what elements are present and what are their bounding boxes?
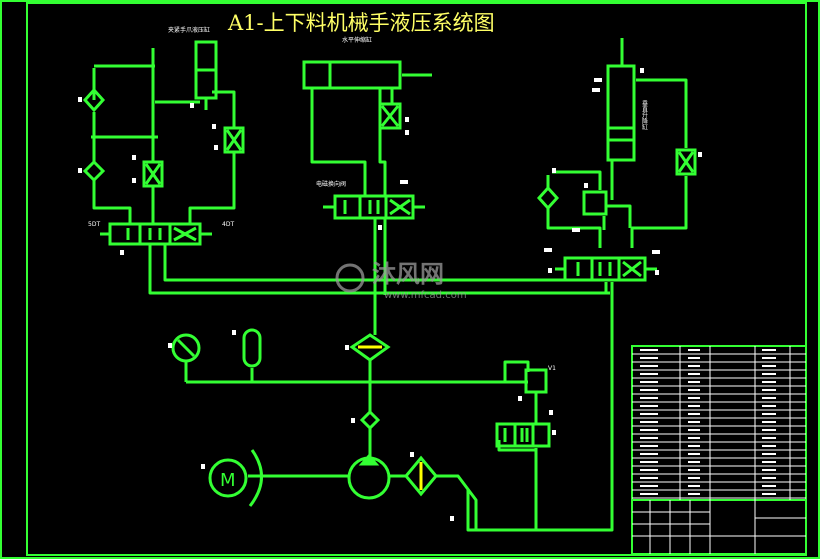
table-cell-mark [762, 477, 776, 479]
label-markers [78, 68, 702, 521]
table-cell-mark [640, 429, 658, 431]
table-cell-mark [640, 453, 658, 455]
diagram-title: A1-上下料机械手液压系统图 [227, 11, 495, 35]
relief-valve-label: V1 [548, 365, 556, 372]
table-cell-mark [688, 373, 700, 375]
table-cell-mark [688, 453, 700, 455]
directional-valve-middle [323, 194, 425, 220]
table-cell-mark [640, 405, 658, 407]
output-filter [404, 455, 438, 497]
table-cell-mark [688, 357, 700, 359]
table-cell-mark [762, 365, 776, 367]
throttle-valve-right [675, 148, 697, 176]
table-cell-mark [640, 445, 658, 447]
check-valve-upper [82, 87, 106, 113]
accumulator [242, 328, 262, 368]
watermark-url: www.mfcad.com [384, 290, 467, 301]
table-cell-mark [688, 365, 700, 367]
table-cell-mark [688, 469, 700, 471]
table-cell-mark [688, 413, 700, 415]
table-cell-mark [640, 373, 658, 375]
table-cell-mark [640, 469, 658, 471]
table-cell-mark [688, 405, 700, 407]
check-valve-lower [82, 159, 106, 183]
table-cell-mark [762, 461, 776, 463]
table-cell-mark [762, 389, 776, 391]
vertical-cylinder [606, 64, 636, 162]
title-block-rows [632, 353, 806, 499]
left-valve-right-label: 4DT [222, 221, 234, 228]
table-cell-mark [640, 389, 658, 391]
table-cell-mark [640, 357, 658, 359]
table-cell-mark [688, 349, 700, 351]
directional-valve-left [100, 222, 212, 246]
table-cell-mark [640, 349, 658, 351]
sequence-valve [582, 190, 608, 216]
horizontal-cylinder-label: 水平伸缩缸 [342, 36, 372, 44]
table-cell-mark [762, 381, 776, 383]
table-cell-mark [688, 461, 700, 463]
left-valve-left-label: 5DT [88, 221, 100, 228]
table-cell-mark [762, 405, 776, 407]
throttle-valve-left [142, 160, 164, 188]
horizontal-cylinder [302, 60, 402, 90]
table-cell-mark [688, 477, 700, 479]
table-cell-mark [762, 421, 776, 423]
check-valve-right [536, 185, 560, 211]
table-cell-mark [688, 445, 700, 447]
table-cell-mark [762, 349, 776, 351]
table-cell-mark [762, 485, 776, 487]
relief-valve [524, 368, 548, 394]
motor-symbol [208, 458, 248, 498]
filter [349, 333, 391, 362]
table-cell-mark [688, 389, 700, 391]
pressure-gauge [171, 333, 201, 363]
directional-valve-bottom [495, 422, 551, 448]
throttle-valve-clamp [223, 126, 245, 154]
table-cell-mark [640, 381, 658, 383]
yellow-highlights [358, 345, 423, 490]
table-cell-mark [762, 413, 776, 415]
table-cell-mark [640, 461, 658, 463]
table-cell-mark [640, 477, 658, 479]
table-cell-mark [762, 429, 776, 431]
table-cell-mark [640, 485, 658, 487]
table-cell-mark [688, 429, 700, 431]
table-cell-mark [688, 397, 700, 399]
circuit-lines [91, 38, 688, 532]
watermark-brand: 沐风网 [372, 260, 444, 288]
motor-label: M [220, 470, 236, 491]
throttle-valve-middle [378, 102, 402, 130]
title-block-ticks [640, 349, 776, 495]
table-cell-mark [688, 437, 700, 439]
table-cell-mark [762, 493, 776, 495]
table-cell-mark [640, 397, 658, 399]
table-cell-mark [688, 493, 700, 495]
table-cell-mark [640, 413, 658, 415]
table-cell-mark [762, 437, 776, 439]
check-valve-center [359, 409, 381, 431]
table-cell-mark [762, 445, 776, 447]
vertical-cylinder-label: 垂直升降缸 [641, 100, 648, 130]
table-cell-mark [640, 365, 658, 367]
table-cell-mark [762, 469, 776, 471]
table-cell-mark [640, 421, 658, 423]
directional-valve-right [555, 256, 657, 282]
table-cell-mark [762, 373, 776, 375]
components [82, 40, 697, 507]
table-cell-mark [762, 397, 776, 399]
clamp-cylinder-label: 夹紧手爪液压缸 [168, 26, 210, 34]
table-cell-mark [762, 453, 776, 455]
watermark: 沐风网 www.mfcad.com [335, 260, 467, 301]
valve-label: 电磁换向阀 [316, 180, 346, 188]
table-cell-mark [640, 437, 658, 439]
table-cell-mark [688, 421, 700, 423]
table-cell-mark [688, 485, 700, 487]
table-cell-mark [688, 381, 700, 383]
table-cell-mark [762, 357, 776, 359]
table-cell-mark [640, 493, 658, 495]
